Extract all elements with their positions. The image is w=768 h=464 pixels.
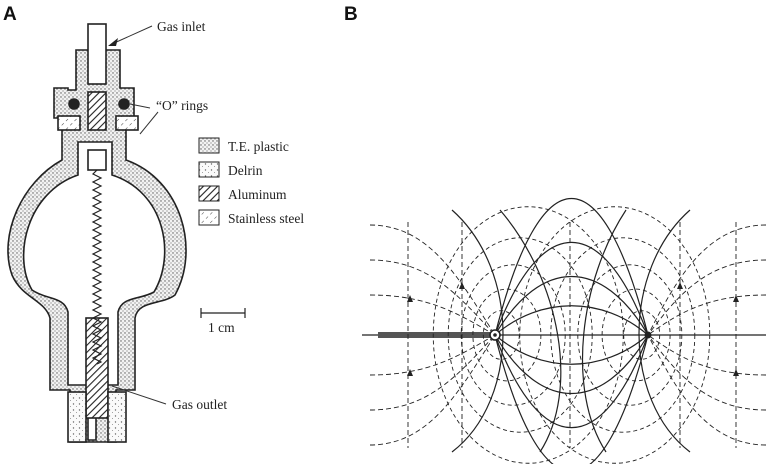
field-arrow-46 (733, 295, 739, 302)
field-line-9 (494, 334, 649, 464)
outer-dash-left-28 (369, 334, 496, 411)
outlet-base-left (67, 391, 87, 443)
legend-swatch-2 (198, 185, 220, 202)
field-line-6 (494, 242, 649, 336)
electrode-holder (87, 149, 107, 171)
equipotential-17 (550, 237, 696, 433)
field-line-3 (494, 334, 649, 365)
field-arrow-47 (733, 369, 739, 376)
outer-dash-left-22 (369, 259, 496, 336)
leader-gas-outlet (111, 385, 167, 405)
outlet-block (85, 317, 109, 419)
field-line-diagram (362, 198, 767, 464)
panel-a: A (3, 4, 304, 443)
field-line-4 (494, 275, 649, 336)
outer-dash-left-26 (369, 334, 496, 376)
o-ring-left (68, 98, 80, 110)
outer-dash-left-24 (369, 224, 496, 336)
leader-o-rings-1 (129, 103, 151, 109)
field-line-8 (494, 198, 649, 336)
field-arrow-49 (677, 282, 683, 289)
field-arrow-44 (407, 295, 413, 302)
leader-gas-inlet (111, 25, 153, 45)
field-arrow-48 (459, 282, 465, 289)
legend-label-1: Delrin (228, 163, 263, 178)
outer-dash-right-25 (647, 224, 767, 336)
outlet-base-right (107, 391, 127, 443)
panel-a-letter: A (3, 4, 17, 25)
equipotential-19 (519, 206, 711, 464)
equipotential-13 (601, 288, 671, 382)
outer-solid-39 (499, 209, 562, 453)
outer-dash-left-30 (369, 334, 496, 446)
equipotential-18 (432, 206, 624, 464)
label-o-rings: “O” rings (156, 98, 208, 113)
equipotential-12 (472, 288, 542, 382)
outer-dash-left-20 (369, 294, 496, 336)
legend-swatch-3 (198, 209, 220, 226)
scale-bar-label: 1 cm (208, 320, 235, 335)
legend-label-3: Stainless steel (228, 211, 304, 226)
aluminum-plug (87, 91, 107, 131)
field-line-7 (494, 334, 649, 428)
equipotential-11 (623, 310, 661, 360)
outer-dash-right-23 (647, 259, 767, 336)
field-line-5 (494, 334, 649, 395)
spring-electrode (91, 169, 103, 365)
probe-rod-1 (378, 332, 494, 338)
label-gas-inlet: Gas inlet (157, 19, 206, 34)
cap-left (57, 115, 81, 131)
o-ring-right (118, 98, 130, 110)
arrow-gas-inlet (108, 38, 118, 46)
inlet-tube (87, 23, 107, 85)
outer-solid-38 (638, 209, 691, 453)
outer-dash-right-31 (647, 334, 767, 446)
charge-left-core-42 (493, 333, 497, 337)
leader-o-rings-2 (139, 111, 159, 135)
field-line-2 (494, 305, 649, 336)
panel-b: B (344, 4, 767, 464)
label-gas-outlet: Gas outlet (172, 397, 227, 412)
outer-dash-right-27 (647, 334, 767, 376)
legend-swatch-1 (198, 161, 220, 178)
legend-label-2: Aluminum (228, 187, 287, 202)
outer-dash-right-29 (647, 334, 767, 411)
legend-swatch-0 (198, 137, 220, 154)
legend-label-0: T.E. plastic (228, 139, 289, 154)
scale-bar (200, 308, 246, 318)
equipotential-14 (460, 264, 566, 406)
outer-dash-right-21 (647, 294, 767, 336)
cap-right (115, 115, 139, 131)
gas-cell-drawing (7, 23, 187, 443)
cell-inner-cavity (22, 141, 166, 441)
panel-b-letter: B (344, 4, 358, 25)
material-legend: T.E. plastic Delrin Aluminum Stainless s… (198, 137, 304, 226)
equipotential-15 (577, 264, 683, 406)
field-arrow-45 (407, 369, 413, 376)
outer-solid-37 (451, 209, 504, 453)
outer-solid-40 (581, 209, 627, 453)
charge-right-43 (644, 331, 652, 339)
